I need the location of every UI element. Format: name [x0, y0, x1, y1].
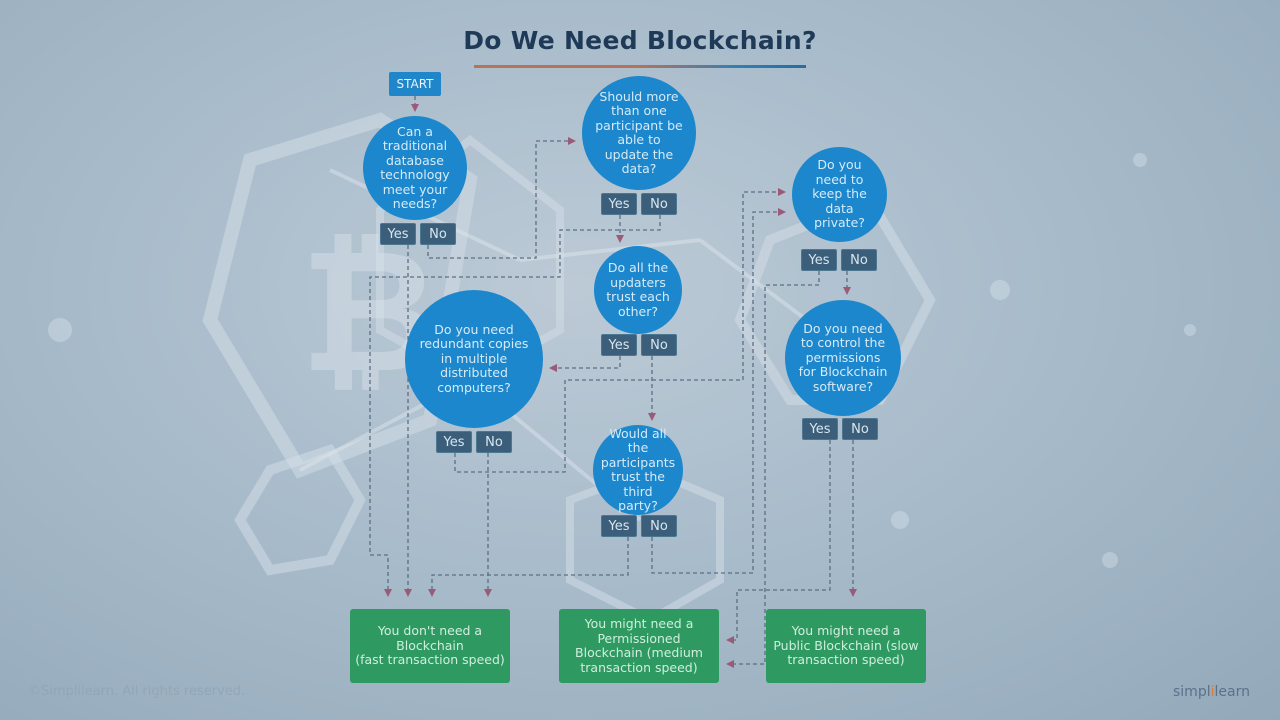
question-traditional-database: Can a traditional database technology me…: [363, 116, 467, 220]
copyright-notice: ©Simplilearn. All rights reserved.: [28, 684, 246, 699]
no-button-data-private[interactable]: No: [841, 249, 877, 271]
yes-button-updaters-trust[interactable]: Yes: [601, 334, 637, 356]
no-button-trust-third-party[interactable]: No: [641, 515, 677, 537]
no-button-redundant-copies[interactable]: No: [476, 431, 512, 453]
no-button-control-permissions[interactable]: No: [842, 418, 878, 440]
title-underline: [474, 65, 806, 68]
yes-button-redundant-copies[interactable]: Yes: [436, 431, 472, 453]
question-data-private: Do you need to keep the data private?: [792, 147, 887, 242]
question-multiple-participants: Should more than one participant be able…: [582, 76, 696, 190]
question-trust-third-party: Would all the participants trust the thi…: [593, 425, 683, 515]
no-button-updaters-trust[interactable]: No: [641, 334, 677, 356]
yes-button-traditional-database[interactable]: Yes: [380, 223, 416, 245]
question-updaters-trust: Do all the updaters trust each other?: [594, 246, 682, 334]
outcome-no-blockchain: You don't need a Blockchain (fast transa…: [350, 609, 510, 683]
no-button-multiple-participants[interactable]: No: [641, 193, 677, 215]
yes-button-data-private[interactable]: Yes: [801, 249, 837, 271]
yes-button-control-permissions[interactable]: Yes: [802, 418, 838, 440]
yes-button-multiple-participants[interactable]: Yes: [601, 193, 637, 215]
start-node: START: [389, 72, 441, 96]
yes-button-trust-third-party[interactable]: Yes: [601, 515, 637, 537]
question-redundant-copies: Do you need redundant copies in multiple…: [405, 290, 543, 428]
page-title: Do We Need Blockchain?: [463, 26, 817, 55]
question-control-permissions: Do you need to control the permissions f…: [785, 300, 901, 416]
outcome-permissioned-blockchain: You might need a Permissioned Blockchain…: [559, 609, 719, 683]
simplilearn-logo: simplilearn: [1173, 684, 1250, 700]
outcome-public-blockchain: You might need a Public Blockchain (slow…: [766, 609, 926, 683]
no-button-traditional-database[interactable]: No: [420, 223, 456, 245]
